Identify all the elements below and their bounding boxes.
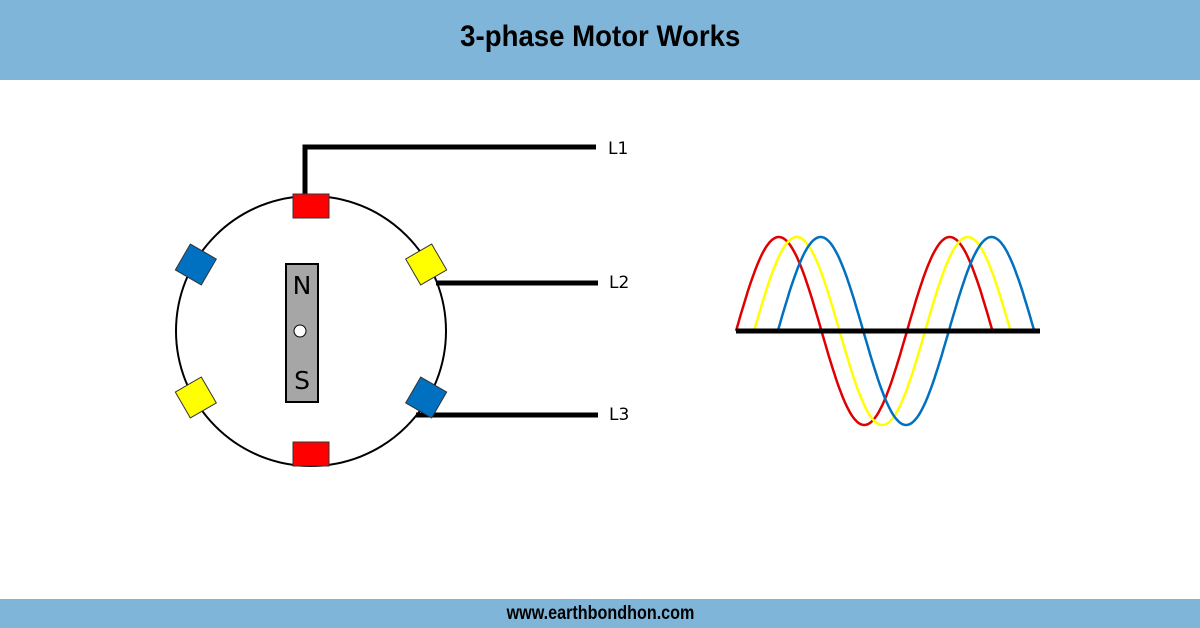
- stator-pole-lower-left: [174, 376, 217, 419]
- stator-pole-top: [292, 193, 330, 219]
- stator-pole-upper-right: [405, 243, 448, 286]
- website-url: www.earthbondhon.com: [506, 602, 694, 624]
- stator-pole-upper-left: [174, 243, 217, 286]
- wave-l2: [752, 235, 1012, 427]
- stator-pole-lower-right: [405, 376, 448, 419]
- rotor-axle: [293, 324, 307, 338]
- wire-l1: [302, 144, 596, 196]
- wave-l1: [734, 235, 994, 427]
- wave-l3: [776, 235, 1036, 427]
- line-label-l1: L1: [608, 139, 628, 159]
- line-label-l2: L2: [609, 273, 629, 293]
- south-pole-label: S: [294, 366, 310, 395]
- page-title: 3-phase Motor Works: [459, 19, 741, 53]
- line-label-l3: L3: [609, 405, 629, 425]
- footer-banner: www.earthbondhon.com: [0, 599, 1200, 628]
- north-pole-label: N: [293, 271, 312, 300]
- title-banner: 3-phase Motor Works: [0, 0, 1200, 80]
- three-phase-waveform: [734, 235, 1040, 427]
- stator-pole-bottom: [292, 441, 330, 467]
- motor-diagram: L1 L2 L3 N S: [174, 139, 629, 467]
